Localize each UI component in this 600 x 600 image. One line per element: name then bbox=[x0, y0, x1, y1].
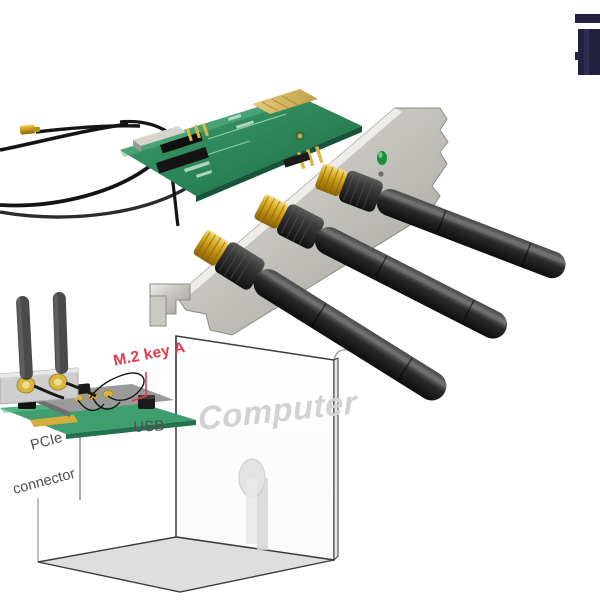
antenna-3 bbox=[315, 163, 566, 279]
antenna-2-body bbox=[315, 227, 507, 339]
antenna-3-body bbox=[376, 189, 566, 279]
pcie-adapter-pcb bbox=[120, 89, 362, 202]
computer-case-outline bbox=[37, 335, 349, 593]
antenna-3-connector bbox=[315, 163, 347, 196]
diagram-sma-connectors bbox=[16, 373, 68, 394]
case-internal-post bbox=[238, 458, 268, 550]
brand-logo-cropped bbox=[575, 14, 600, 75]
pcb-components bbox=[133, 123, 324, 174]
antenna-1 bbox=[193, 230, 448, 401]
ufl-connector bbox=[19, 124, 41, 135]
diagram-mini-card bbox=[0, 292, 196, 537]
antenna-2 bbox=[254, 194, 508, 339]
antenna-coax-cables bbox=[0, 119, 197, 227]
m2-key-a-leader-line bbox=[131, 372, 147, 402]
diagram-antennas bbox=[16, 292, 69, 380]
antenna-1-body bbox=[253, 269, 447, 401]
